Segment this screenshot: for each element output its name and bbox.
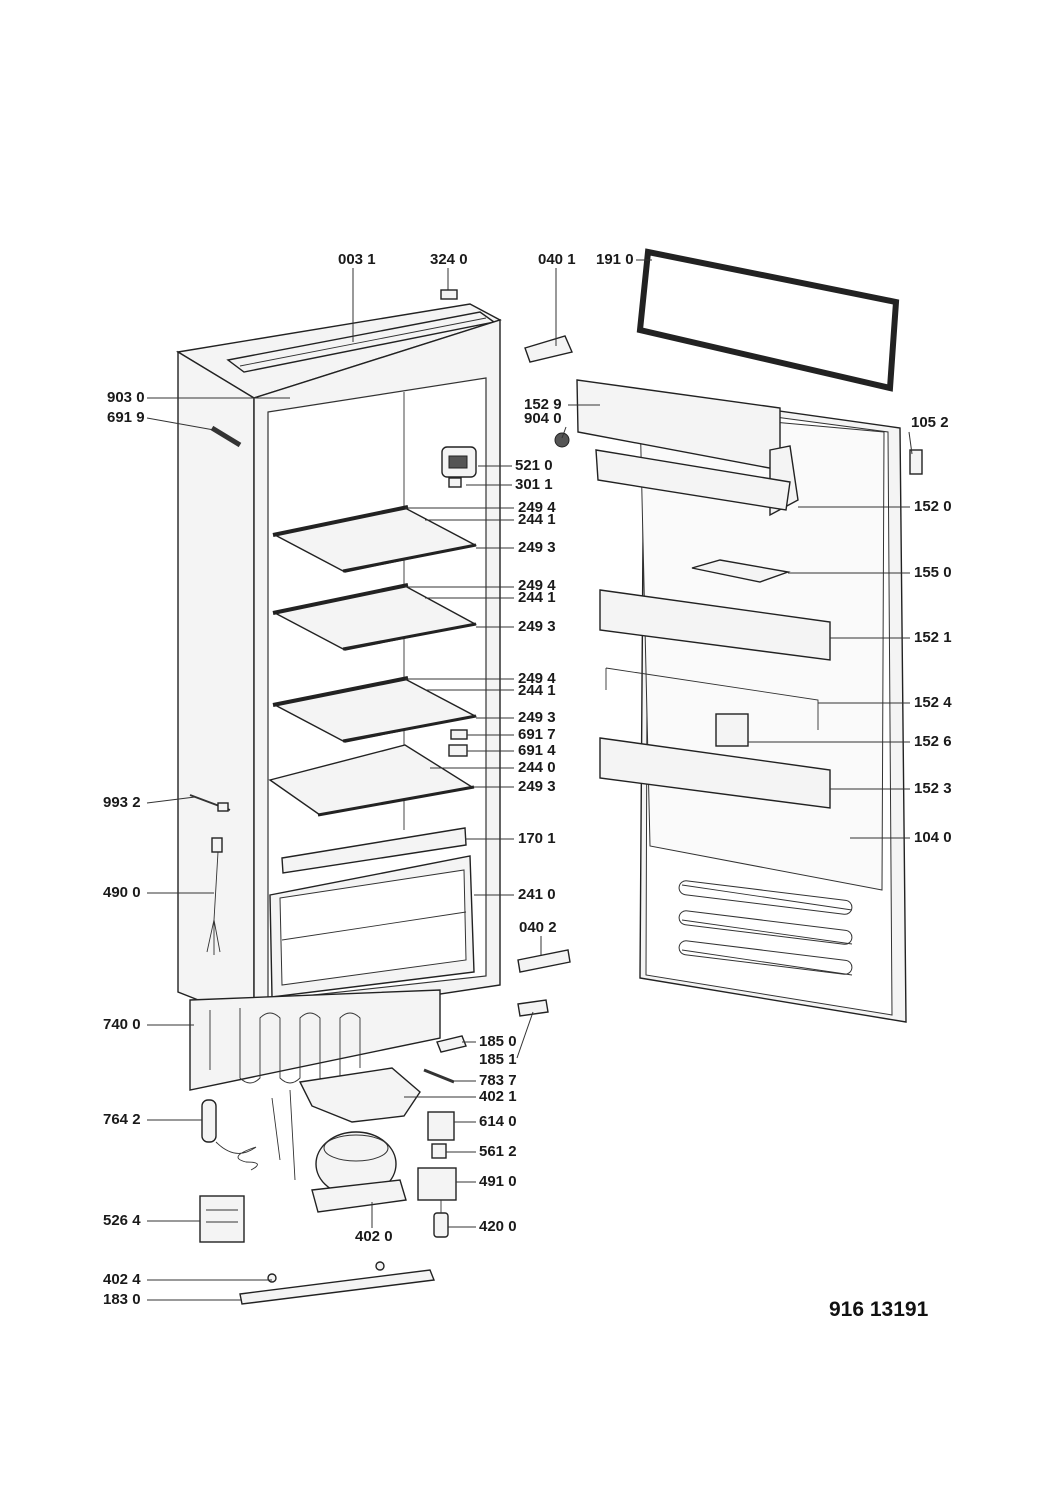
label-249-3c: 249 3 (518, 709, 556, 726)
label-105-2: 105 2 (911, 414, 949, 431)
label-904-0: 904 0 (524, 410, 562, 427)
label-244-0: 244 0 (518, 759, 556, 776)
label-993-2: 993 2 (103, 794, 141, 811)
label-249-3d: 249 3 (518, 778, 556, 795)
label-402-0: 402 0 (355, 1228, 393, 1245)
label-155-0: 155 0 (914, 564, 952, 581)
shelf-4 (268, 744, 475, 817)
door (524, 248, 923, 1023)
label-241-0: 241 0 (518, 886, 556, 903)
label-185-1: 185 1 (479, 1051, 517, 1068)
drip-tray (298, 1067, 421, 1123)
label-191-0: 191 0 (596, 251, 634, 268)
label-170-1: 170 1 (518, 830, 556, 847)
label-040-1: 040 1 (538, 251, 576, 268)
label-561-2: 561 2 (479, 1143, 517, 1160)
leader-lines (146, 259, 913, 1301)
label-152-6: 152 6 (914, 733, 952, 750)
label-783-7: 783 7 (479, 1072, 517, 1089)
label-249-3b: 249 3 (518, 618, 556, 635)
label-249-4b: 249 4 (518, 577, 556, 594)
label-040-2: 040 2 (519, 919, 557, 936)
label-152-9: 152 9 (524, 396, 562, 413)
label-764-2: 764 2 (103, 1111, 141, 1128)
label-244-1c: 244 1 (518, 682, 556, 699)
model-number: 916 13191 (829, 1298, 929, 1321)
label-152-0: 152 0 (914, 498, 952, 515)
label-152-3: 152 3 (914, 780, 952, 797)
condenser (189, 989, 441, 1091)
label-324-0: 324 0 (430, 251, 468, 268)
label-249-4a: 249 4 (518, 499, 556, 516)
label-490-0: 490 0 (103, 884, 141, 901)
label-521-0: 521 0 (515, 457, 553, 474)
label-301-1: 301 1 (515, 476, 553, 493)
compressor (311, 1131, 407, 1213)
label-614-0: 614 0 (479, 1113, 517, 1130)
label-402-4: 402 4 (103, 1271, 141, 1288)
label-249-3a: 249 3 (518, 539, 556, 556)
label-183-0: 183 0 (103, 1291, 141, 1308)
label-526-4: 526 4 (103, 1212, 141, 1229)
label-402-1: 402 1 (479, 1088, 517, 1105)
shelf-2 (272, 583, 478, 651)
label-691-9: 691 9 (107, 409, 145, 426)
label-185-0: 185 0 (479, 1033, 517, 1050)
label-491-0: 491 0 (479, 1173, 517, 1190)
label-104-0: 104 0 (914, 829, 952, 846)
cabinet (176, 303, 502, 1024)
shelf-3 (272, 676, 478, 743)
base-rail (239, 1269, 435, 1305)
label-691-4: 691 4 (518, 742, 556, 759)
label-740-0: 740 0 (103, 1016, 141, 1033)
label-152-1: 152 1 (914, 629, 952, 646)
shelf-1 (272, 505, 478, 573)
label-903-0: 903 0 (107, 389, 145, 406)
label-420-0: 420 0 (479, 1218, 517, 1235)
label-249-4c: 249 4 (518, 670, 556, 687)
label-152-4: 152 4 (914, 694, 952, 711)
label-691-7: 691 7 (518, 726, 556, 743)
label-003-1: 003 1 (338, 251, 376, 268)
label-244-1b: 244 1 (518, 589, 556, 606)
label-244-1a: 244 1 (518, 511, 556, 528)
